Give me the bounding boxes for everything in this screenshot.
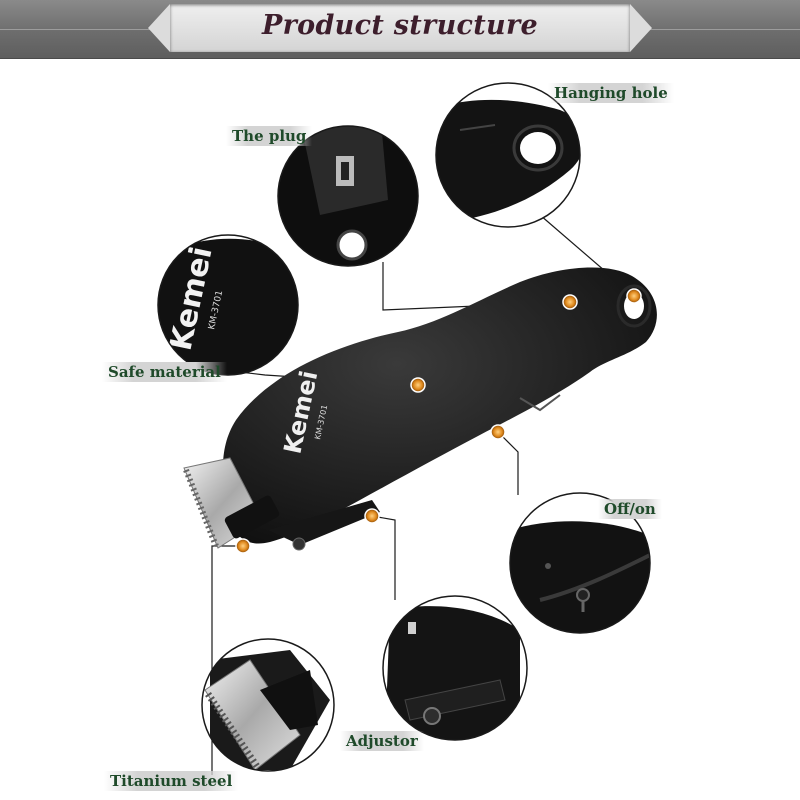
markers xyxy=(235,288,642,554)
marker-dot xyxy=(410,377,426,393)
label-plug: The plug xyxy=(226,126,313,146)
banner-plate xyxy=(148,4,652,52)
label-safe-material: Safe material xyxy=(102,362,227,382)
detail-safe-material: Kemei KM-3701 xyxy=(157,234,299,376)
marker-dot xyxy=(562,294,578,310)
label-hanging-hole: Hanging hole xyxy=(548,83,674,103)
detail-titanium-steel xyxy=(201,638,335,772)
detail-off-on xyxy=(509,492,651,634)
detail-hanging-hole xyxy=(435,82,581,228)
marker-dot xyxy=(490,424,506,440)
page-title: Product structure xyxy=(262,10,538,41)
marker-dot xyxy=(626,288,642,304)
clipper-body: Kemei KM-3701 xyxy=(183,267,657,551)
detail-adjustor xyxy=(382,595,528,741)
label-titanium-steel: Titanium steel xyxy=(104,771,239,791)
marker-dot xyxy=(364,508,380,524)
header-banner: Product structure xyxy=(0,0,800,59)
marker-dot xyxy=(235,538,251,554)
label-off-on: Off/on xyxy=(598,499,662,519)
label-adjustor: Adjustor xyxy=(340,731,424,751)
